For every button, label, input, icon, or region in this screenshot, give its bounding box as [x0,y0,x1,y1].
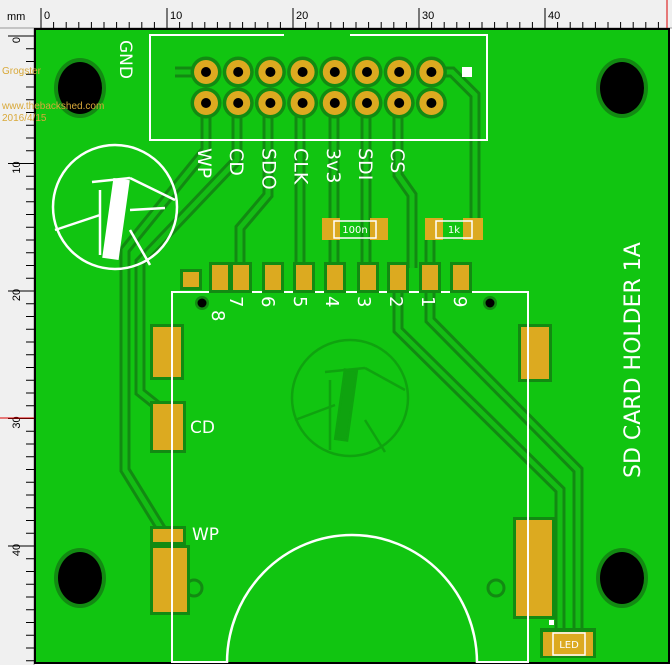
card-holder-pad[interactable] [150,324,184,380]
card-contact-pad[interactable] [293,262,315,293]
board-title: SD CARD HOLDER 1A [621,242,646,478]
logo-icon [51,143,179,271]
card-contact-pad[interactable] [357,262,379,293]
mounting-hole [54,548,106,608]
card-pad-small[interactable] [180,269,202,290]
signal-label: SDO [257,148,279,190]
signal-label: 3v3 [322,148,344,183]
resistor-100n[interactable]: 100n [322,218,388,240]
card-cutout-arc [225,533,479,664]
pin1-marker [462,67,472,77]
mounting-hole [596,58,648,118]
card-contact-pad[interactable] [324,262,346,293]
svg-text:1k: 1k [448,225,460,236]
left-ruler-label: 20 [11,289,23,301]
left-ruler[interactable] [0,0,34,665]
header-pin[interactable] [351,87,383,119]
mounting-hole [596,548,648,608]
wp-pad-label: WP [192,525,219,545]
header-pin[interactable] [383,56,415,88]
cd-pad[interactable] [150,401,186,453]
pin-number: 5 [289,296,310,307]
header-pin[interactable] [287,87,319,119]
signal-label: CLK [290,148,312,185]
header-pin[interactable] [383,87,415,119]
header-pin[interactable] [319,87,351,119]
gnd-label: GND [115,40,135,79]
header-pin[interactable] [287,56,319,88]
card-contact-pad[interactable] [230,262,252,293]
header-pin[interactable] [319,56,351,88]
svg-text:LED: LED [559,640,579,651]
signal-label: CS [386,148,408,173]
header-pin[interactable] [222,56,254,88]
header-pin[interactable] [351,56,383,88]
card-contact-pad[interactable] [262,262,284,293]
left-ruler-label: 40 [11,544,23,556]
card-holder-pad[interactable] [150,545,190,615]
pin-number: 1 [417,296,438,307]
wp-pad[interactable] [150,526,186,545]
svg-text:100n: 100n [342,225,367,236]
cd-pad-label: CD [190,418,215,438]
pin-number: 9 [449,296,470,307]
left-ruler-label: 0 [11,37,23,43]
card-holder-pad[interactable] [513,517,555,619]
card-contact-pad[interactable] [450,262,472,293]
card-contact-pad[interactable] [419,262,441,293]
led[interactable]: LED [540,628,596,658]
resistor-1k[interactable]: 1k [425,218,483,240]
pin-number: 7 [225,296,246,307]
watermark-author: Grogster [2,66,42,77]
top-ruler-label: 0 [44,10,50,22]
watermark-site: www.thebackshed.com [1,101,104,112]
signal-label: CD [225,148,247,176]
top-ruler[interactable] [0,0,672,28]
logo-watermark-icon [290,338,410,458]
left-ruler-label: 10 [11,161,23,173]
pin-number: 3 [353,296,374,307]
card-contact-pad[interactable] [387,262,409,293]
header-pin[interactable] [415,87,447,119]
top-ruler-label: 20 [296,10,308,22]
pin-header [190,56,447,119]
watermark-date: 2016/4/15 [2,113,47,124]
left-ruler-label: 30 [11,416,23,428]
top-ruler-label: 10 [170,10,182,22]
card-hole-right [485,298,495,308]
top-ruler-label: 30 [422,10,434,22]
header-outline [149,34,488,141]
card-hole-left [197,298,207,308]
ruler-unit: mm [7,11,25,23]
header-pin[interactable] [190,56,222,88]
top-ruler-label: 40 [548,10,560,22]
header-pin[interactable] [254,87,286,119]
signal-label: WP [193,148,215,178]
pin-number: 8 [207,310,228,321]
header-pin[interactable] [415,56,447,88]
smd-pads [150,262,555,663]
pin-number: 2 [385,296,406,307]
header-pin[interactable] [190,87,222,119]
header-pin[interactable] [222,87,254,119]
pin-number: 4 [321,296,342,307]
card-contact-pad[interactable] [209,262,231,293]
signal-label: SDI [354,148,376,180]
mounting-hole [54,58,106,118]
pin-number: 6 [257,296,278,307]
header-pin[interactable] [254,56,286,88]
card-holder-pad[interactable] [518,324,552,382]
